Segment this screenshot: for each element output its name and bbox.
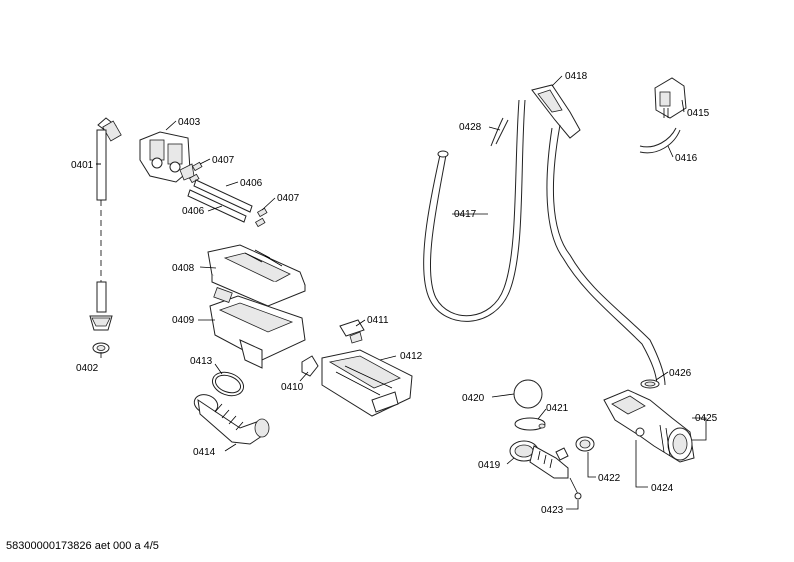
label-0421: 0421 [546, 403, 569, 414]
label-0407-top: 0407 [212, 155, 235, 166]
label-0412: 0412 [400, 351, 423, 362]
label-0428: 0428 [459, 122, 482, 133]
part-0410-clip [301, 355, 319, 377]
part-0419-bellows [509, 440, 569, 479]
label-0423: 0423 [541, 505, 564, 516]
label-0410: 0410 [281, 382, 304, 393]
label-0420: 0420 [462, 393, 485, 404]
label-0417: 0417 [454, 209, 477, 220]
part-0416-tube [639, 127, 681, 154]
part-0406-tubes [187, 179, 253, 223]
label-0426: 0426 [669, 368, 692, 379]
label-0424: 0424 [651, 483, 674, 494]
label-0413: 0413 [190, 356, 213, 367]
part-0414-bellows [193, 394, 270, 445]
part-dispenser-housing [209, 287, 306, 369]
label-0402: 0402 [76, 363, 99, 374]
part-0417-drain-hose [423, 99, 526, 322]
label-0407-bottom: 0407 [277, 193, 300, 204]
part-0423-screw [569, 477, 582, 500]
part-0415-pressure-switch [654, 77, 687, 119]
label-0414: 0414 [193, 447, 216, 458]
label-0418: 0418 [565, 71, 588, 82]
label-0425: 0425 [695, 413, 718, 424]
part-0421-ring [514, 417, 546, 431]
part-valve-block [139, 131, 195, 183]
part-0418-hose [531, 84, 666, 388]
part-number-labels: 0401 0402 0403 0407 0406 0406 0407 0408 … [71, 71, 718, 516]
part-0426-clamp [640, 379, 660, 389]
leader-lines [96, 75, 707, 510]
part-inlet-hose [89, 117, 122, 331]
part-0424-drain-pump [603, 389, 695, 463]
part-0413-seal [212, 371, 244, 397]
part-0407-clips [188, 161, 268, 228]
label-0416: 0416 [675, 153, 698, 164]
part-0411-button [339, 319, 365, 344]
part-dispenser-drawer [321, 349, 413, 417]
part-0428-pipe [490, 117, 509, 147]
label-0409: 0409 [172, 315, 195, 326]
label-0422: 0422 [598, 473, 621, 484]
label-0419: 0419 [478, 460, 501, 471]
label-0411: 0411 [367, 315, 389, 326]
part-0402-washer [92, 342, 110, 354]
part-0420-disc [513, 379, 543, 409]
document-footer: 58300000173826 aet 000 a 4/5 [6, 540, 159, 552]
label-0415: 0415 [687, 108, 710, 119]
label-0403: 0403 [178, 117, 201, 128]
label-0406-left: 0406 [182, 206, 205, 217]
part-dispenser-cover [207, 244, 306, 307]
label-0406-right: 0406 [240, 178, 263, 189]
part-0422-clamp [575, 436, 595, 452]
label-0408: 0408 [172, 263, 195, 274]
label-0401: 0401 [71, 160, 94, 171]
